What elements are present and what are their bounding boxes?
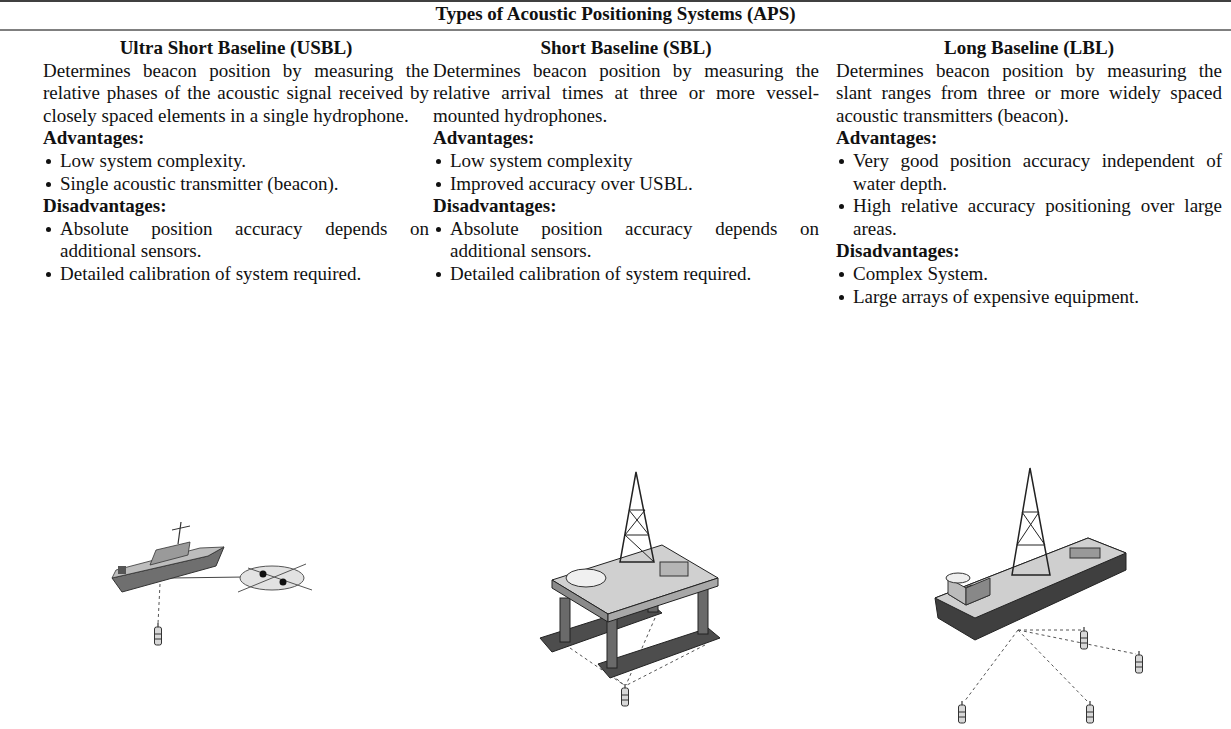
bullet-text: Absolute position accuracy depends on ad… [450,218,819,263]
section-heading: Disadvantages: [43,195,429,218]
lbl-illustration [935,468,1143,723]
bullet-item: Single acoustic transmitter (beacon). [43,173,429,196]
bullet-dot [436,182,441,187]
bullet-text: Detailed calibration of system required. [450,263,819,286]
table-title: Types of Acoustic Positioning Systems (A… [0,3,1231,26]
bullet-item: Complex System. [836,263,1222,286]
bullet-dot [839,272,844,277]
bullet-dot [839,159,844,164]
bullet-dot [46,227,51,232]
section-heading: Advantages: [43,127,429,150]
column-heading: Short Baseline (SBL) [433,37,819,60]
sbl-illustration [540,472,720,706]
top-rule [0,0,1231,2]
column-heading: Ultra Short Baseline (USBL) [43,37,429,60]
bullet-dot [46,272,51,277]
section-heading: Advantages: [836,127,1222,150]
bullet-text: High relative accuracy positioning over … [853,195,1222,240]
bullet-dot [46,159,51,164]
section-heading: Advantages: [433,127,819,150]
description-text: Determines beacon position by measuring … [43,60,429,128]
bullet-item: Detailed calibration of system required. [43,263,429,286]
bullet-item: Detailed calibration of system required. [433,263,819,286]
bullet-item: High relative accuracy positioning over … [836,195,1222,240]
usbl-illustration [112,522,312,645]
bullet-text: Low system complexity [450,150,819,173]
description-text: Determines beacon position by measuring … [433,60,819,128]
bullet-dot [436,159,441,164]
bullet-dot [839,204,844,209]
bullet-dot [46,182,51,187]
bullet-text: Absolute position accuracy depends on ad… [60,218,429,263]
bullet-dot [839,295,844,300]
bullet-item: Large arrays of expensive equipment. [836,286,1222,309]
bullet-dot [436,227,441,232]
bullet-item: Low system complexity [433,150,819,173]
bullet-item: Absolute position accuracy depends on ad… [43,218,429,263]
bullet-text: Single acoustic transmitter (beacon). [60,173,429,196]
bullet-text: Low system complexity. [60,150,429,173]
bullet-text: Large arrays of expensive equipment. [853,286,1222,309]
column-heading: Long Baseline (LBL) [836,37,1222,60]
section-heading: Disadvantages: [836,240,1222,263]
bullet-item: Low system complexity. [43,150,429,173]
header-rule [0,30,1231,31]
bullet-item: Absolute position accuracy depends on ad… [433,218,819,263]
bullet-item: Improved accuracy over USBL. [433,173,819,196]
description-text: Determines beacon position by measuring … [836,60,1222,128]
bullet-item: Very good position accuracy independent … [836,150,1222,195]
bullet-text: Detailed calibration of system required. [60,263,429,286]
section-heading: Disadvantages: [433,195,819,218]
bullet-text: Complex System. [853,263,1222,286]
bullet-text: Very good position accuracy independent … [853,150,1222,195]
bullet-text: Improved accuracy over USBL. [450,173,819,196]
bullet-dot [436,272,441,277]
